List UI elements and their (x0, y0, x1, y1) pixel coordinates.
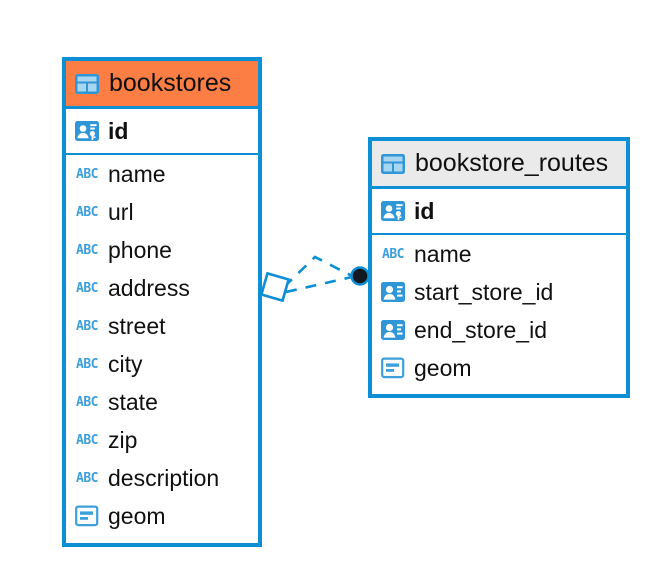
field-row-name[interactable]: ABC name (66, 155, 258, 193)
field-row-id[interactable]: id (66, 109, 258, 153)
field-row-address[interactable]: ABC address (66, 269, 258, 307)
field-row-state[interactable]: ABC state (66, 383, 258, 421)
geometry-type-icon (381, 357, 405, 379)
field-row-city[interactable]: ABC city (66, 345, 258, 383)
text-type-icon: ABC (76, 470, 98, 486)
entity-table-bookstores[interactable]: bookstores id ABC name (62, 57, 262, 547)
field-row-end-store-id[interactable]: end_store_id (372, 311, 626, 349)
foreign-key-icon (381, 320, 405, 340)
text-type-icon: ABC (76, 204, 98, 220)
field-row-phone[interactable]: ABC phone (66, 231, 258, 269)
field-row-id[interactable]: id (372, 189, 626, 233)
text-type-icon: ABC (76, 318, 98, 334)
field-label: address (108, 274, 190, 301)
field-label: start_store_id (414, 278, 554, 305)
field-label: description (108, 464, 220, 491)
field-label: geom (108, 502, 166, 529)
relationship-line-lower (285, 275, 353, 294)
field-row-zip[interactable]: ABC zip (66, 421, 258, 459)
field-label: geom (414, 354, 472, 381)
field-row-geom[interactable]: geom (66, 497, 258, 535)
text-type-icon: ABC (76, 242, 98, 258)
field-row-description[interactable]: ABC description (66, 459, 258, 497)
geometry-type-icon (75, 505, 99, 527)
field-label: id (108, 117, 129, 144)
filled-circle-marker[interactable] (350, 266, 370, 286)
text-type-icon: ABC (76, 356, 98, 372)
foreign-key-icon (381, 282, 405, 302)
diamond-marker[interactable] (259, 271, 291, 303)
table-icon (381, 153, 405, 174)
primary-key-icon (75, 121, 99, 141)
field-row-street[interactable]: ABC street (66, 307, 258, 345)
entity-title: bookstore_routes (415, 149, 609, 177)
relationship-line-upper (283, 255, 353, 288)
primary-key-section: id (372, 189, 626, 235)
field-label: state (108, 388, 158, 415)
field-row-geom[interactable]: geom (372, 349, 626, 387)
text-type-icon: ABC (382, 246, 404, 262)
text-type-icon: ABC (76, 280, 98, 296)
field-row-name[interactable]: ABC name (372, 235, 626, 273)
field-label: street (108, 312, 166, 339)
field-row-url[interactable]: ABC url (66, 193, 258, 231)
entity-table-bookstore-routes[interactable]: bookstore_routes id ABC nam (368, 137, 630, 398)
primary-key-section: id (66, 109, 258, 155)
text-type-icon: ABC (76, 166, 98, 182)
field-label: id (414, 197, 435, 224)
field-label: zip (108, 426, 138, 453)
field-label: url (108, 198, 134, 225)
field-list-bookstore-routes: ABC name start_store_id (372, 235, 626, 387)
field-label: name (414, 240, 472, 267)
entity-title: bookstores (109, 69, 232, 97)
text-type-icon: ABC (76, 432, 98, 448)
entity-header-bookstore-routes[interactable]: bookstore_routes (372, 141, 626, 189)
field-label: end_store_id (414, 316, 547, 343)
primary-key-icon (381, 201, 405, 221)
field-row-start-store-id[interactable]: start_store_id (372, 273, 626, 311)
entity-header-bookstores[interactable]: bookstores (66, 61, 258, 109)
field-label: phone (108, 236, 172, 263)
text-type-icon: ABC (76, 394, 98, 410)
field-list-bookstores: ABC name ABC url ABC phone ABC address A… (66, 155, 258, 535)
field-label: name (108, 160, 166, 187)
field-label: city (108, 350, 143, 377)
table-icon (75, 73, 99, 94)
